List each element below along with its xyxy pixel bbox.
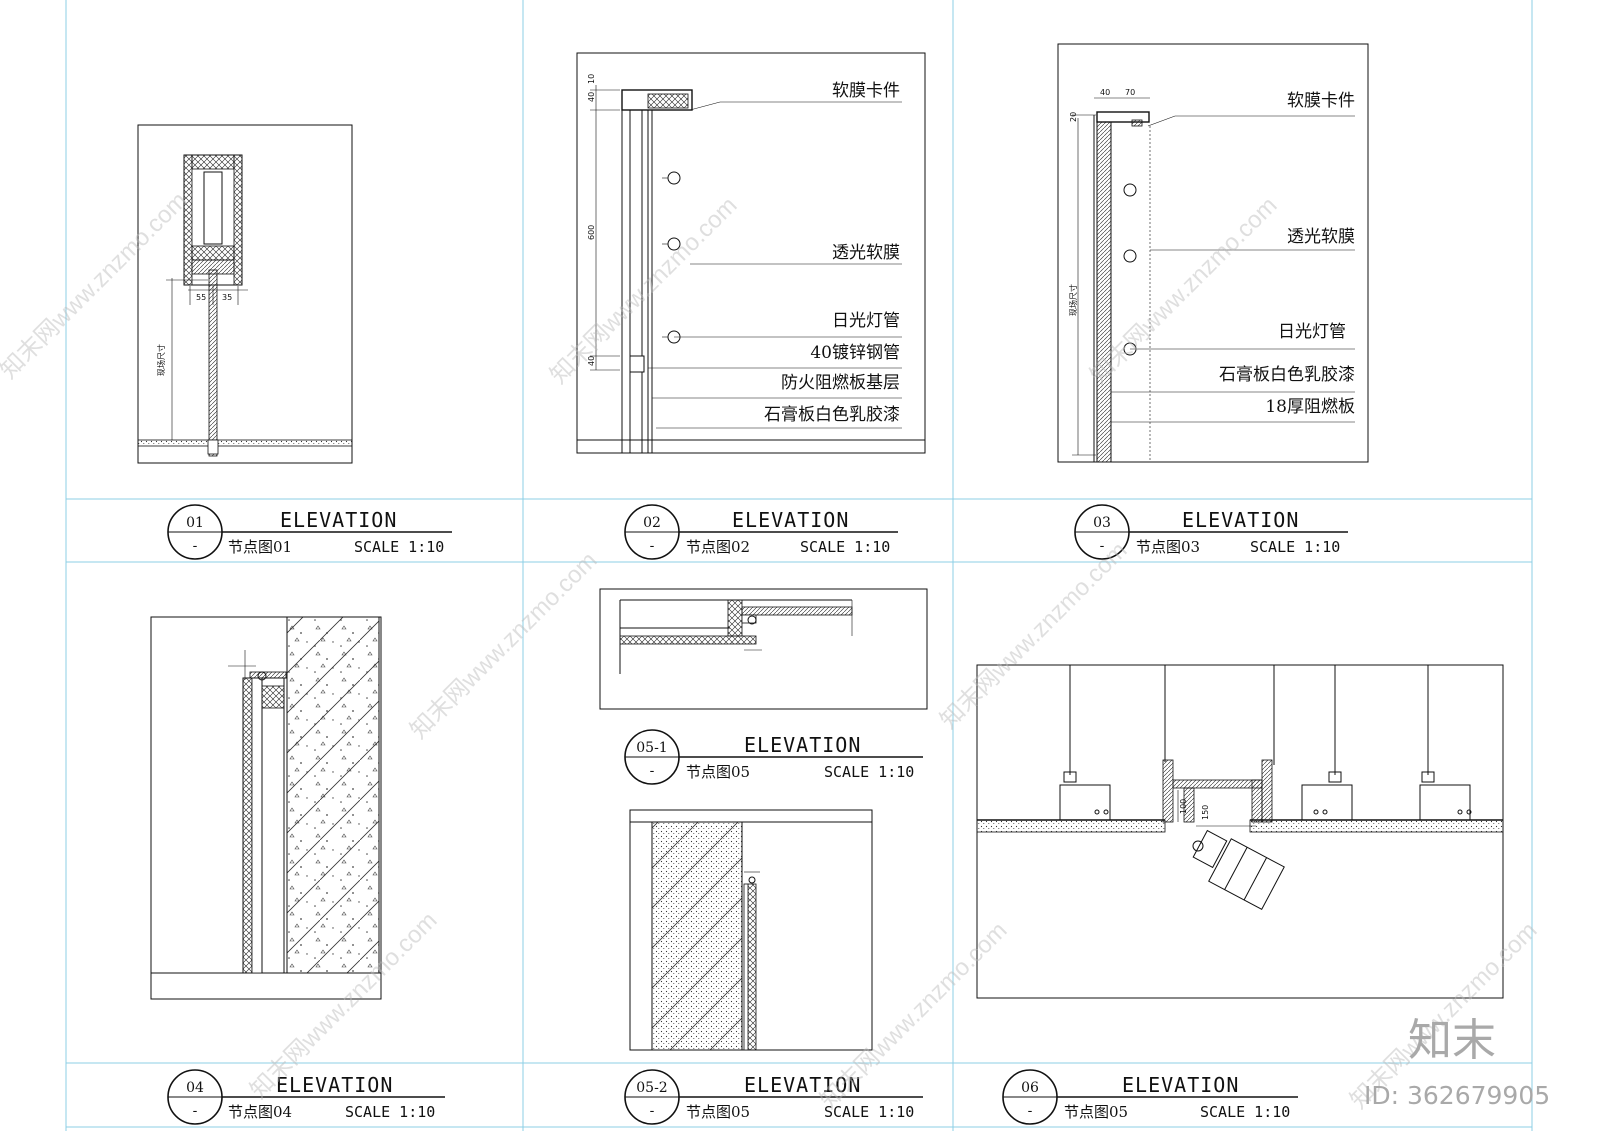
detail-05-1-drawing: [599, 588, 928, 710]
title-block-03: 03 - ELEVATION 节点图03 SCALE 1:10: [1074, 504, 1348, 560]
title-scale: SCALE 1:10: [824, 1103, 914, 1121]
title-block-05-2: 05-2 - ELEVATION 节点图05 SCALE 1:10: [624, 1069, 923, 1125]
title-elevation: ELEVATION: [276, 1073, 393, 1097]
title-scale: SCALE 1:10: [1250, 538, 1340, 556]
title-caption: 节点图05: [686, 763, 750, 781]
title-scale: SCALE 1:10: [345, 1103, 435, 1121]
title-number: 04: [186, 1080, 204, 1096]
title-block-05-1: 05-1 - ELEVATION 节点图05 SCALE 1:10: [624, 729, 923, 785]
watermark-brand: 知末: [1408, 1015, 1496, 1066]
detail-06-drawing: [976, 664, 1504, 999]
title-caption: 节点图05: [686, 1103, 750, 1121]
watermark-text: 知末网www.znzmo.com: [815, 917, 1012, 1114]
detail-02-dim-1: 40: [587, 92, 596, 102]
detail-02-dim-3: 600: [587, 225, 596, 240]
detail-03-label: 透光软膜: [1287, 227, 1355, 247]
detail-06-dim-1: 100: [1179, 799, 1188, 814]
watermark-text: 知末网www.znzmo.com: [935, 537, 1132, 734]
detail-02-dim-2: 10: [587, 74, 596, 84]
title-block-06: 06 - ELEVATION 节点图05 SCALE 1:10: [1002, 1069, 1298, 1125]
detail-05-2-drawing: [629, 809, 873, 1051]
detail-02-label: 日光灯管: [832, 311, 900, 331]
title-caption: 节点图02: [686, 538, 750, 556]
detail-03-dim-2: 70: [1125, 88, 1135, 97]
detail-01-dim-b: 35: [222, 293, 232, 302]
title-number: 03: [1093, 515, 1111, 531]
title-caption: 节点图04: [228, 1103, 292, 1121]
watermark-text: 知末网www.znzmo.com: [1085, 192, 1282, 389]
title-sub: -: [193, 538, 198, 554]
title-number: 06: [1021, 1080, 1039, 1096]
title-block-02: 02 - ELEVATION 节点图02 SCALE 1:10: [624, 504, 898, 560]
title-sub: -: [1028, 1103, 1033, 1119]
title-caption: 节点图05: [1064, 1103, 1128, 1121]
title-elevation: ELEVATION: [732, 508, 849, 532]
title-number: 05-1: [636, 740, 667, 756]
detail-03-label: 18厚阻燃板: [1265, 397, 1355, 417]
detail-01-dim-height: 现场尺寸: [156, 344, 166, 376]
detail-04-drawing: [150, 616, 382, 1000]
detail-02-label: 软膜卡件: [832, 81, 900, 101]
detail-02-dim-4: 40: [587, 356, 596, 366]
title-number: 02: [643, 515, 661, 531]
title-elevation: ELEVATION: [280, 508, 397, 532]
title-sub: -: [650, 538, 655, 554]
detail-02-label: 防火阻燃板基层: [781, 373, 900, 393]
title-caption: 节点图01: [228, 538, 292, 556]
detail-01-dim-a: 55: [196, 293, 206, 302]
detail-03-dim-4: 现场尺寸: [1068, 284, 1078, 316]
title-sub: -: [1100, 538, 1105, 554]
detail-03-label: 日光灯管: [1278, 322, 1346, 342]
detail-02-label: 石膏板白色乳胶漆: [764, 404, 900, 425]
title-caption: 节点图03: [1136, 538, 1200, 556]
detail-03-drawing: [1057, 43, 1369, 463]
watermark-id: ID: 362679905: [1364, 1081, 1550, 1110]
detail-02-drawing: [576, 52, 926, 454]
title-scale: SCALE 1:10: [354, 538, 444, 556]
title-block-04: 04 - ELEVATION 节点图04 SCALE 1:10: [167, 1069, 445, 1125]
title-sub: -: [193, 1103, 198, 1119]
title-elevation: ELEVATION: [1182, 508, 1299, 532]
detail-03-label: 石膏板白色乳胶漆: [1219, 364, 1355, 385]
title-number: 05-2: [636, 1080, 667, 1096]
title-number: 01: [186, 515, 204, 531]
detail-03-dim-1: 40: [1100, 88, 1110, 97]
title-elevation: ELEVATION: [744, 1073, 861, 1097]
detail-02-label: 40镀锌钢管: [810, 343, 900, 363]
detail-06-dim-2: 150: [1201, 805, 1210, 820]
sheet-grid: [65, 0, 1533, 1131]
title-sub: -: [650, 1103, 655, 1119]
title-scale: SCALE 1:10: [800, 538, 890, 556]
title-scale: SCALE 1:10: [824, 763, 914, 781]
watermark-text: 知末网www.znzmo.com: [405, 547, 602, 744]
title-sub: -: [650, 763, 655, 779]
detail-03-label: 软膜卡件: [1287, 91, 1355, 111]
title-scale: SCALE 1:10: [1200, 1103, 1290, 1121]
title-elevation: ELEVATION: [1122, 1073, 1239, 1097]
detail-03-dim-3: 20: [1069, 112, 1078, 122]
detail-02-label: 透光软膜: [832, 243, 900, 263]
title-elevation: ELEVATION: [744, 733, 861, 757]
title-block-01: 01 - ELEVATION 节点图01 SCALE 1:10: [167, 504, 452, 560]
detail-01-drawing: [137, 124, 353, 464]
